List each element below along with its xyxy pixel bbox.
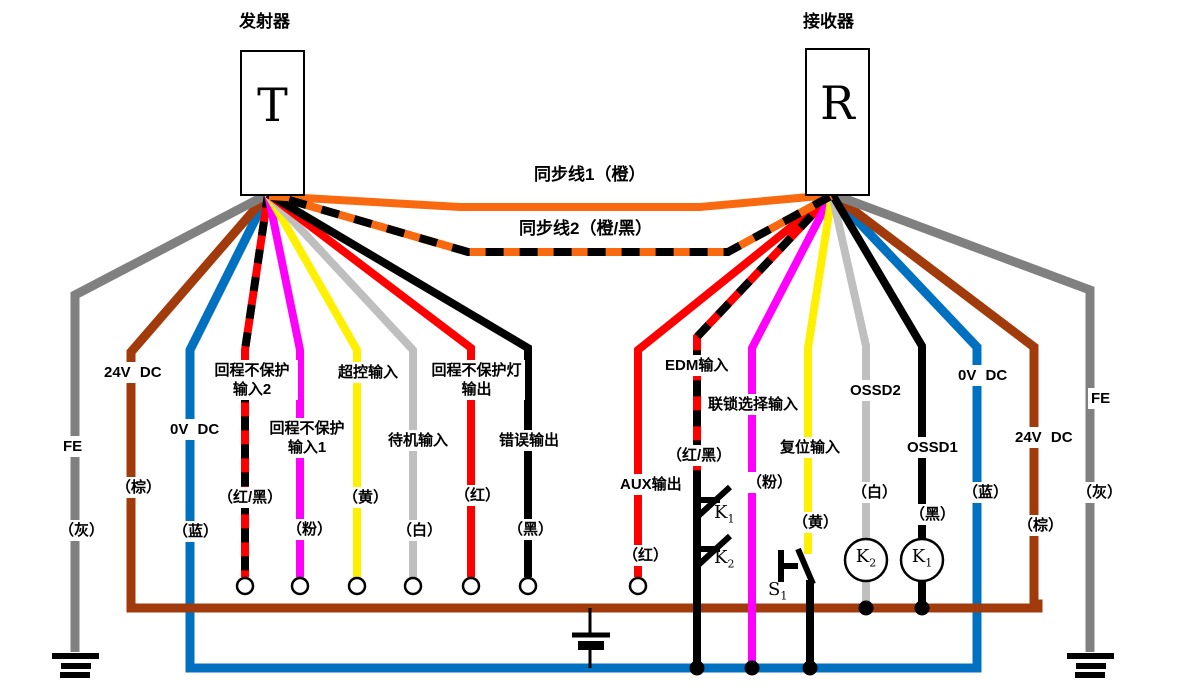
tx-return-in1-color: （粉）	[284, 519, 336, 540]
k2-coil-base: K	[855, 546, 870, 567]
k1-coil-base: K	[911, 546, 926, 567]
tx-return-in1-label: 回程不保护 输入1	[261, 418, 353, 458]
wire-0v-blue	[185, 190, 982, 673]
rx-fe-color: （灰）	[1074, 482, 1126, 503]
tx-lamp-out-line1: 回程不保护灯	[431, 362, 522, 379]
wire-edm-black-dash	[693, 191, 835, 479]
tx-lamp-out-label: 回程不保护灯 输出	[428, 360, 525, 400]
rx-interlock-color: （粉）	[744, 472, 796, 493]
k1-coil-sub: 1	[925, 556, 933, 570]
tx-return-in2-line2: 输入2	[232, 381, 272, 398]
tx-error-out-color: （黑）	[505, 519, 557, 540]
k2-contact-sub: 2	[727, 557, 735, 571]
wire-ossd2-white	[828, 193, 870, 541]
tx-return-in1-line1: 回程不保护	[269, 420, 345, 437]
rx-edm-color: （红/黑）	[664, 445, 735, 466]
rx-aux-color: （红）	[620, 545, 672, 566]
receiver-box: R	[805, 48, 870, 196]
s1-switch-symbol	[778, 547, 816, 586]
sync2-label: 同步线2（橙/黑）	[519, 219, 653, 238]
s1-switch-label: S1	[768, 581, 787, 605]
k1-coil-label: K1	[907, 548, 937, 572]
wire-interlock-pink	[748, 192, 836, 668]
rx-ossd1-color: （黑）	[907, 504, 959, 525]
tx-standby-label: 待机输入	[385, 430, 452, 451]
k2-coil-circle	[843, 537, 889, 583]
tx-0v-label: 0V DC	[167, 419, 223, 440]
wire-aux-red	[634, 190, 835, 577]
rx-ossd1-label: OSSD1	[904, 437, 961, 458]
rx-0v-color: （蓝）	[960, 482, 1012, 503]
power-supply-symbol	[572, 608, 610, 668]
rx-0v-label: 0V DC	[955, 365, 1011, 386]
wire-error-out-black	[265, 190, 532, 577]
tx-override-label: 超控输入	[335, 362, 402, 383]
rx-interlock-label: 联锁选择输入	[705, 394, 802, 415]
tx-error-out-label: 错误输出	[496, 430, 563, 451]
tx-override-color: （黄）	[340, 487, 392, 508]
tx-lamp-out-color: （红）	[452, 485, 504, 506]
k2-contact-base: K	[714, 547, 728, 568]
wire-sync1-orange	[268, 191, 832, 211]
transmitter-title: 发射器	[239, 12, 290, 31]
rx-24v-color: （棕）	[1015, 515, 1067, 536]
tx-return-in1-line2: 输入1	[287, 439, 327, 456]
k1-contact-base: K	[714, 502, 728, 523]
k2-contact-label: K2	[714, 549, 734, 573]
rx-reset-color: （黄）	[790, 512, 842, 533]
junction-dots	[689, 600, 930, 676]
s1-switch-sub: 1	[780, 589, 788, 603]
rx-fe-label: FE	[1088, 388, 1114, 409]
rx-aux-label: AUX输出	[617, 474, 685, 495]
k1-contact-sub: 1	[727, 512, 735, 526]
k2-contact-symbol	[692, 533, 733, 571]
tx-lamp-out-line2: 输出	[461, 381, 492, 398]
receiver-letter: R	[820, 76, 855, 130]
k1-contact-label: K1	[714, 504, 734, 528]
tx-return-in2-line1: 回程不保护	[214, 362, 290, 379]
tx-return-in2-label: 回程不保护 输入2	[206, 360, 298, 400]
rx-24v-label: 24V DC	[1012, 427, 1076, 448]
transmitter-box: T	[240, 50, 305, 196]
wire-reset-yellow	[804, 193, 836, 554]
wire-fe-right	[830, 189, 1095, 652]
tx-standby-color: （白）	[394, 520, 446, 541]
k1-contact-symbol	[692, 484, 733, 522]
receiver-title: 接收器	[803, 12, 854, 31]
transmitter-letter: T	[257, 78, 288, 132]
wire-ossd1-black	[828, 191, 926, 541]
k2-coil-sub: 2	[869, 556, 877, 570]
tx-return-in2-color: （红/黑）	[215, 487, 286, 508]
k1-coil-circle	[899, 537, 945, 583]
tx-0v-color: （蓝）	[170, 521, 222, 542]
rx-edm-label: EDM输入	[662, 355, 732, 376]
tx-fe-label: FE	[60, 436, 86, 457]
wire-terminals	[235, 576, 648, 596]
wire-standby-white	[265, 191, 417, 577]
ground-symbol-left	[52, 653, 99, 678]
tx-24v-label: 24V DC	[101, 362, 165, 383]
rx-reset-label: 复位输入	[777, 437, 844, 458]
rx-ossd2-color: （白）	[849, 482, 901, 503]
k2-coil-label: K2	[851, 548, 881, 572]
tx-24v-color: （棕）	[113, 477, 165, 498]
ground-symbol-right	[1067, 653, 1114, 678]
wire-sync2-black-dash	[287, 192, 833, 256]
wire-24v-brown	[126, 190, 1043, 613]
rx-ossd2-label: OSSD2	[847, 380, 904, 401]
sync1-label: 同步线1（橙）	[534, 165, 646, 184]
tx-fe-color: （灰）	[56, 520, 108, 541]
s1-switch-base: S	[768, 579, 781, 600]
wire-return-in1-pink	[264, 193, 304, 577]
